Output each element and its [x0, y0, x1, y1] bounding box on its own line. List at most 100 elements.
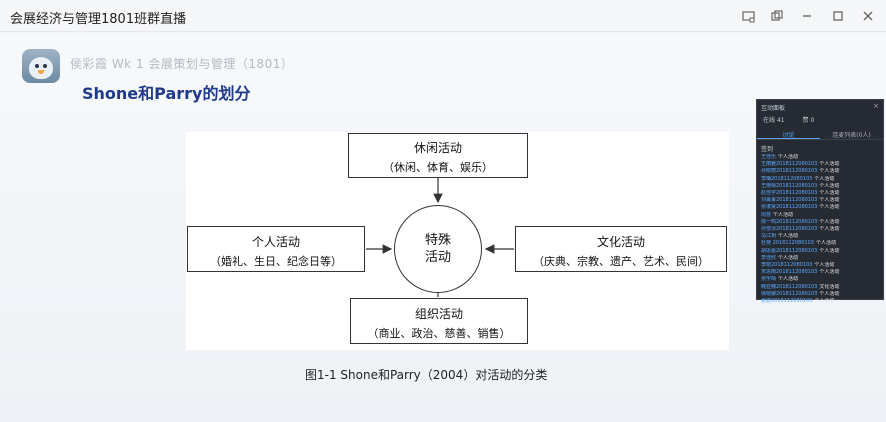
chat-message-text: 个人活动: [814, 298, 835, 305]
copy-icon[interactable]: [767, 6, 787, 26]
chat-message-author: 王雨晴2018112080103: [761, 182, 818, 189]
title-bar: 会展经济与管理1801班群直播: [0, 0, 886, 32]
chat-message-text: 个人活动: [773, 211, 794, 218]
chat-message-text: 个人活动: [819, 190, 840, 197]
window-title: 会展经济与管理1801班群直播: [10, 12, 187, 27]
chat-message-text: 个人活动: [778, 154, 799, 160]
chat-message-author: 宋思雨2018112080103: [761, 269, 818, 276]
chat-close-icon[interactable]: ×: [873, 102, 879, 110]
box-leisure-title: 休闲活动: [413, 141, 462, 155]
chat-message-author: 李梅2018112080103: [761, 175, 813, 182]
activity-diagram: 休闲活动 （休闲、体育、娱乐） 个人活动 （婚礼、生日、纪念日等） 文化活动 （…: [186, 132, 729, 350]
chat-message: 周慧个人活动: [761, 212, 879, 219]
chat-message-author: 杜荷 2018112080103: [761, 240, 814, 247]
chat-tabs: 讨论 连麦列表(0人): [757, 126, 883, 140]
box-cultural: 文化活动 （庆典、宗教、遗产、艺术、民间）: [515, 226, 727, 272]
chat-message-author: 李晓2018112080103: [761, 262, 813, 269]
chat-message-text: 个人活动: [778, 254, 799, 261]
maximize-icon[interactable]: [828, 6, 848, 26]
chat-message-text: 个人活动: [819, 218, 840, 225]
chat-message-author: 马江玥: [761, 233, 777, 240]
chat-message-text: 个人活动: [819, 204, 840, 211]
chat-message-text: 个人活动: [815, 240, 836, 247]
center-special-events: 特殊 活动: [394, 205, 482, 293]
chat-header: 互动面板 ×: [757, 100, 883, 112]
chat-message-author: 王丽雅2018112080103: [761, 161, 818, 168]
online-count: 在线 41: [763, 117, 785, 124]
chat-message-text: 个人活动: [819, 182, 840, 189]
chat-header-title: 互动面板: [761, 105, 786, 112]
chat-message-text: 个人活动: [819, 168, 840, 175]
slide-area: 侯彩霞 Wk 1 会展策划与管理（1801） Shone和Parry的划分 休闲…: [0, 33, 886, 422]
box-leisure-detail: （休闲、体育、娱乐）: [383, 161, 493, 174]
box-personal: 个人活动 （婚礼、生日、纪念日等）: [187, 226, 365, 272]
like-count[interactable]: 赞 0: [802, 117, 815, 124]
chat-message-text: 个人活动: [819, 161, 840, 168]
tab-discussion[interactable]: 讨论: [757, 126, 820, 139]
chat-message-text: 个人活动: [819, 247, 840, 254]
chat-message-author: 李佳欣: [761, 254, 777, 261]
minimize-icon[interactable]: [797, 6, 817, 26]
chat-message: 李佳欣个人活动: [761, 255, 879, 262]
chat-message: 张宇晴个人活动: [761, 276, 879, 283]
avatar[interactable]: [22, 49, 60, 83]
chat-message-author: 赵佳宇2018112080103: [761, 190, 818, 197]
center-label-1: 特殊: [424, 233, 451, 248]
monitor-icon[interactable]: [738, 6, 758, 26]
chat-message-author: 韩亚楠2018112080103: [761, 283, 818, 290]
chat-message-author: 张淑贤2018112080103: [761, 204, 818, 211]
chat-section-label: 签到: [761, 146, 774, 153]
chat-message-author: 徐晓娜2018112080103: [761, 290, 818, 297]
box-leisure: 休闲活动 （休闲、体育、娱乐）: [348, 133, 528, 178]
box-personal-detail: （婚礼、生日、纪念日等）: [210, 255, 342, 268]
center-label-2: 活动: [424, 250, 451, 265]
slide-heading: Shone和Parry的划分: [82, 84, 251, 103]
chat-message-author: 张宇晴: [761, 276, 777, 283]
box-organizational-detail: （商业、政治、慈善、销售）: [367, 327, 511, 340]
chat-message-author: 陈一鸣2018112080103: [761, 218, 818, 225]
box-cultural-title: 文化活动: [596, 235, 645, 249]
box-cultural-detail: （庆典、宗教、遗产、艺术、民间）: [533, 255, 709, 268]
box-organizational-title: 组织活动: [414, 307, 463, 321]
chat-message-text: 个人活动: [819, 269, 840, 276]
chat-message-author: 胡思嘉2018112080103: [761, 247, 818, 254]
chat-message-author: 王佳乐: [761, 154, 777, 160]
chat-message-author: 周慧: [761, 211, 772, 218]
box-personal-title: 个人活动: [251, 235, 300, 249]
chat-message-text: 个人活动: [778, 276, 799, 283]
close-icon[interactable]: [858, 6, 878, 26]
chat-message: 马江玥个人活动: [761, 233, 879, 240]
chat-message-author: 孙雪冰2018112080103: [761, 226, 818, 233]
chat-message-author: 孙晓丽2018112080103: [761, 168, 818, 175]
chat-message-text: 个人活动: [814, 175, 835, 182]
figure-caption: 图1-1 Shone和Parry（2004）对活动的分类: [305, 368, 548, 382]
chat-message-text: 个人活动: [778, 233, 799, 240]
tab-mic-list[interactable]: 连麦列表(0人): [832, 132, 871, 139]
chat-message-author: 姜雅2018112080103: [761, 298, 813, 305]
chat-message-author: 刘菁菁2018112080103: [761, 197, 818, 204]
chat-message-text: 个人活动: [819, 290, 840, 297]
chat-stats: 在线 41 赞 0: [757, 112, 883, 126]
chat-message: 王佳乐个人活动: [761, 154, 879, 161]
chat-message-text: 个人活动: [819, 226, 840, 233]
chat-panel: 互动面板 × 在线 41 赞 0 讨论 连麦列表(0人) 签到 王佳乐个人活动王…: [756, 99, 884, 304]
box-organizational: 组织活动 （商业、政治、慈善、销售）: [350, 298, 528, 344]
chat-message-text: 个人活动: [814, 262, 835, 269]
